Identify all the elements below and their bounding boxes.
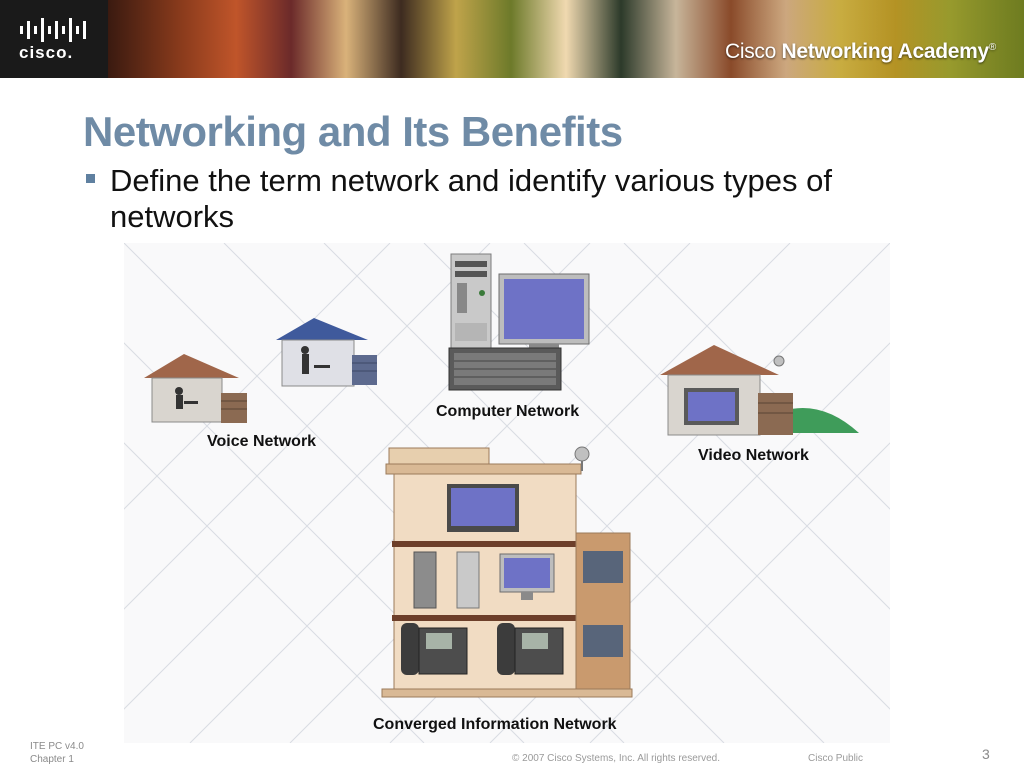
cisco-logo: cisco.	[19, 18, 86, 60]
header-banner: cisco. Cisco Networking Academy®	[0, 0, 1024, 78]
bullet-marker	[86, 174, 95, 183]
footer-chapter: Chapter 1	[30, 754, 74, 765]
banner-photo-strip	[108, 0, 1024, 78]
voice-house-right-icon	[276, 318, 377, 387]
page-number: 3	[982, 746, 990, 762]
computer-network-group	[448, 253, 590, 391]
footer-copyright: © 2007 Cisco Systems, Inc. All rights re…	[512, 753, 721, 764]
banner-fade	[720, 0, 1024, 78]
video-network-label: Video Network	[698, 447, 809, 464]
academy-wordmark: Cisco Networking Academy®	[724, 40, 996, 63]
slide-title: Networking and Its Benefits	[83, 108, 623, 155]
voice-network-label: Voice Network	[207, 433, 316, 450]
monitor-icon	[498, 273, 590, 350]
svg-text:cisco.: cisco.	[19, 43, 73, 60]
converged-network-label: Converged Information Network	[373, 716, 617, 733]
bullet-text: Define the term network and identify var…	[110, 163, 832, 234]
voice-house-left-icon	[144, 354, 247, 423]
keyboard-icon	[448, 347, 562, 391]
footer-course-info: ITE PC v4.0 Chapter 1	[30, 740, 84, 766]
network-diagram: Computer Network Voice Network	[124, 243, 890, 743]
desktop-tower-icon	[450, 253, 492, 350]
bullet-item: Define the term network and identify var…	[86, 163, 946, 235]
footer-course: ITE PC v4.0	[30, 741, 84, 752]
video-house-icon	[660, 345, 859, 436]
converged-building-icon	[381, 446, 633, 698]
network-illustration: Computer Network Voice Network	[124, 243, 890, 743]
computer-network-label: Computer Network	[436, 403, 579, 420]
footer-classification: Cisco Public	[808, 753, 864, 764]
